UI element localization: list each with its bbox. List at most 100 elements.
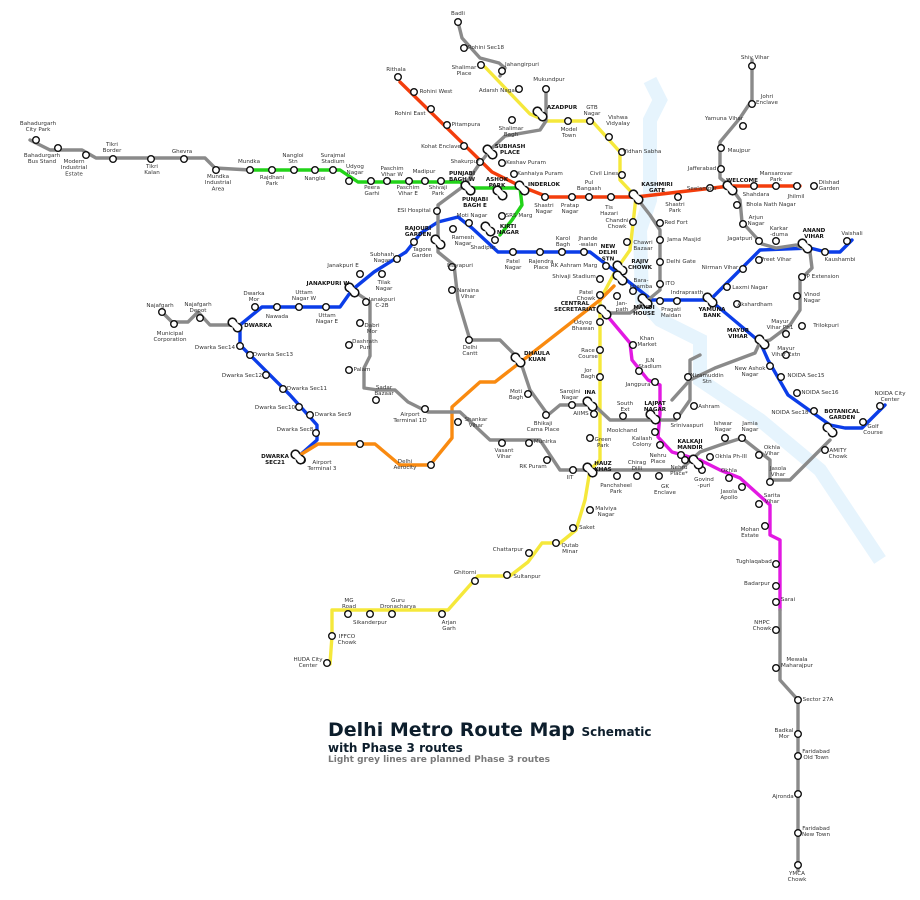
station-dashrath-puri[interactable]: [345, 341, 354, 350]
station-akshardham[interactable]: [733, 300, 742, 309]
station-arjun-nagar[interactable]: [739, 219, 748, 228]
station-tilak-nagar[interactable]: [378, 270, 387, 279]
station-keshav-puram[interactable]: [498, 158, 507, 167]
station-jangpura[interactable]: [651, 378, 660, 387]
station-mundka[interactable]: [245, 165, 254, 174]
station-iit[interactable]: [569, 466, 578, 475]
station-sarita-vihar[interactable]: [755, 500, 764, 509]
station-chattarpur[interactable]: [525, 549, 534, 558]
station-nehru-place[interactable]: [677, 451, 686, 460]
interchange-hauz-khas[interactable]: [582, 462, 598, 478]
station-okhla-ph-iii[interactable]: [706, 453, 715, 462]
station-ymca-chowk[interactable]: [794, 861, 803, 870]
station-janpath[interactable]: [613, 292, 622, 301]
station-maujpur[interactable]: [717, 143, 726, 152]
station-delhi-aerocity[interactable]: [427, 461, 436, 470]
station-nangloi[interactable]: [311, 165, 320, 174]
station-jasola-apollo[interactable]: [738, 483, 747, 492]
station-chirag-dilli[interactable]: [633, 472, 642, 481]
station-nirman-vihar[interactable]: [739, 265, 748, 274]
station-okhla[interactable]: [725, 474, 734, 483]
station-patel-nagar[interactable]: [509, 247, 518, 256]
station-bhikaji-cama-place[interactable]: [542, 411, 551, 420]
interchange-welcome[interactable]: [722, 180, 738, 196]
station-noida-sec18[interactable]: [810, 407, 819, 416]
station-paschim-vihar-e[interactable]: [405, 176, 414, 185]
station-rohini-east[interactable]: [427, 104, 436, 113]
station-ghevra[interactable]: [179, 154, 188, 163]
interchange-janakpuri-w[interactable]: [344, 282, 360, 298]
station-mansarovar-park[interactable]: [772, 181, 781, 190]
station-noida-city-center[interactable]: [876, 402, 885, 411]
station-mundka-industrial-area[interactable]: [211, 165, 220, 174]
station-aiims[interactable]: [590, 410, 599, 419]
station-faridabad-old-town[interactable]: [794, 752, 803, 761]
station-rajdhani-park[interactable]: [268, 165, 277, 174]
station-dwarka-sec8[interactable]: [312, 429, 321, 438]
station-badarpur[interactable]: [772, 582, 781, 591]
interchange-ashok-park[interactable]: [492, 185, 508, 201]
station-trilokpuri[interactable]: [798, 322, 807, 331]
station-uttam-nagar-e[interactable]: [322, 303, 331, 312]
station-shiv-vihar[interactable]: [748, 62, 757, 71]
station-palam[interactable]: [345, 366, 354, 375]
station-sultanpur[interactable]: [503, 571, 512, 580]
station-sikanderpur[interactable]: [366, 610, 375, 619]
station-mg-road[interactable]: [344, 610, 353, 619]
interchange-kalkaji-mandir[interactable]: [688, 454, 704, 470]
station-noida-sec15[interactable]: [777, 373, 786, 382]
station-shalimar-bagh[interactable]: [508, 115, 517, 124]
station-tis-hazari[interactable]: [607, 192, 616, 201]
station-sarai[interactable]: [772, 598, 781, 607]
station-dilshad-garden[interactable]: [810, 181, 819, 190]
station-ajronda[interactable]: [794, 790, 803, 799]
station-esi-hospital[interactable]: [433, 206, 442, 215]
station-dwarka-sec9[interactable]: [306, 411, 315, 420]
station-red-fort[interactable]: [656, 218, 665, 227]
station-huda-city-center[interactable]: [323, 659, 332, 668]
station-noida-sec16[interactable]: [793, 389, 802, 398]
station-jln-stadium[interactable]: [635, 367, 644, 376]
station-pragati-maidan[interactable]: [656, 297, 665, 306]
station-uttam-nagar-w[interactable]: [295, 303, 304, 312]
station-kohat-enclave[interactable]: [460, 141, 469, 150]
station-shahdara[interactable]: [750, 181, 759, 190]
station-model-town[interactable]: [564, 116, 573, 125]
station-golf-course[interactable]: [859, 418, 868, 427]
station-nehru-place[interactable]: [681, 456, 690, 465]
station-tikri-kalan[interactable]: [146, 154, 155, 163]
station-dwarka-mor[interactable]: [250, 303, 259, 312]
station-dwarka-sec14[interactable]: [235, 342, 244, 351]
station-surajmal-stadium[interactable]: [329, 165, 338, 174]
interchange-anand-vihar[interactable]: [797, 238, 813, 254]
station-ramesh-nagar[interactable]: [449, 224, 458, 233]
interchange-subhash-place[interactable]: [482, 144, 498, 160]
station-seelampur[interactable]: [706, 183, 715, 192]
station-rk-ashram-marg[interactable]: [602, 262, 611, 271]
station-vaishali[interactable]: [843, 236, 852, 245]
station-udyog-nagar[interactable]: [345, 176, 354, 185]
station-kailash-colony[interactable]: [656, 441, 665, 450]
interchange-inderlok[interactable]: [514, 180, 530, 196]
interchange-mayur-vihar[interactable]: [754, 334, 770, 350]
station-malviya-nagar[interactable]: [586, 506, 595, 515]
station-south-ext[interactable]: [619, 412, 628, 421]
station-gtb-nagar[interactable]: [586, 116, 595, 125]
station-ito[interactable]: [656, 280, 665, 289]
station-dwarka-sec10[interactable]: [295, 403, 304, 412]
station-adarsh-nagar[interactable]: [515, 84, 524, 93]
station-khan-market[interactable]: [629, 341, 638, 350]
station-sector-27a[interactable]: [794, 696, 803, 705]
station-orange-intermediate[interactable]: [356, 440, 365, 449]
station-shankar-vihar[interactable]: [454, 418, 463, 427]
station-mayapuri[interactable]: [448, 263, 457, 272]
station-bahadurgarh-bus-stand[interactable]: [54, 143, 63, 152]
station-moolchand[interactable]: [651, 428, 660, 437]
interchange-dwarka[interactable]: [227, 317, 243, 333]
station-laxmi-nagar[interactable]: [723, 283, 732, 292]
station-shastri-park[interactable]: [674, 192, 683, 201]
station-gk-enclave[interactable]: [655, 472, 664, 481]
interchange-punjabi-bagh-e[interactable]: [460, 180, 476, 196]
station-paschim-vihar-w[interactable]: [383, 176, 392, 185]
station-modern-industrial-estate[interactable]: [81, 150, 90, 159]
